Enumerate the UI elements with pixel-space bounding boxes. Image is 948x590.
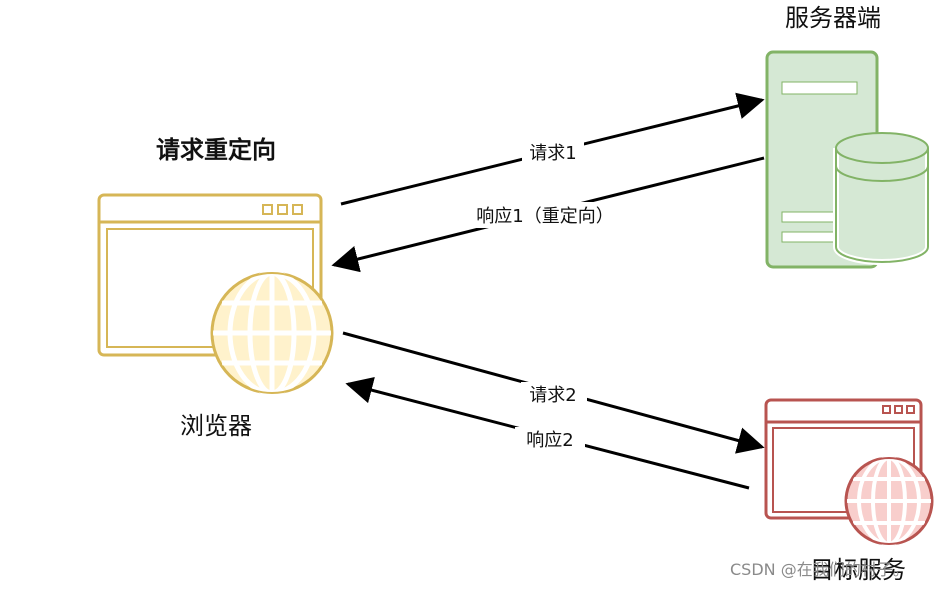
edge-label-request-1: 请求1 [529,143,576,164]
server-label: 服务器端 [785,4,881,32]
csdn-watermark: CSDN @在我们的村子。 [730,560,909,579]
browser-label: 浏览器 [180,412,252,440]
database-icon [833,132,931,265]
window-control-icons [882,405,915,414]
globe-icon [210,270,334,396]
edge-label-response-2: 响应2 [526,430,573,451]
browser-node [97,193,334,396]
target-service-label: 目标服务 [810,556,906,584]
target-service-node [764,398,934,546]
globe-icon [844,456,934,546]
edge-label-response-1: 响应1（重定向） [476,206,613,227]
server-node [765,50,931,269]
edge-label-request-2: 请求2 [529,385,576,406]
diagram-title: 请求重定向 [156,136,276,164]
window-control-icons [262,204,303,215]
